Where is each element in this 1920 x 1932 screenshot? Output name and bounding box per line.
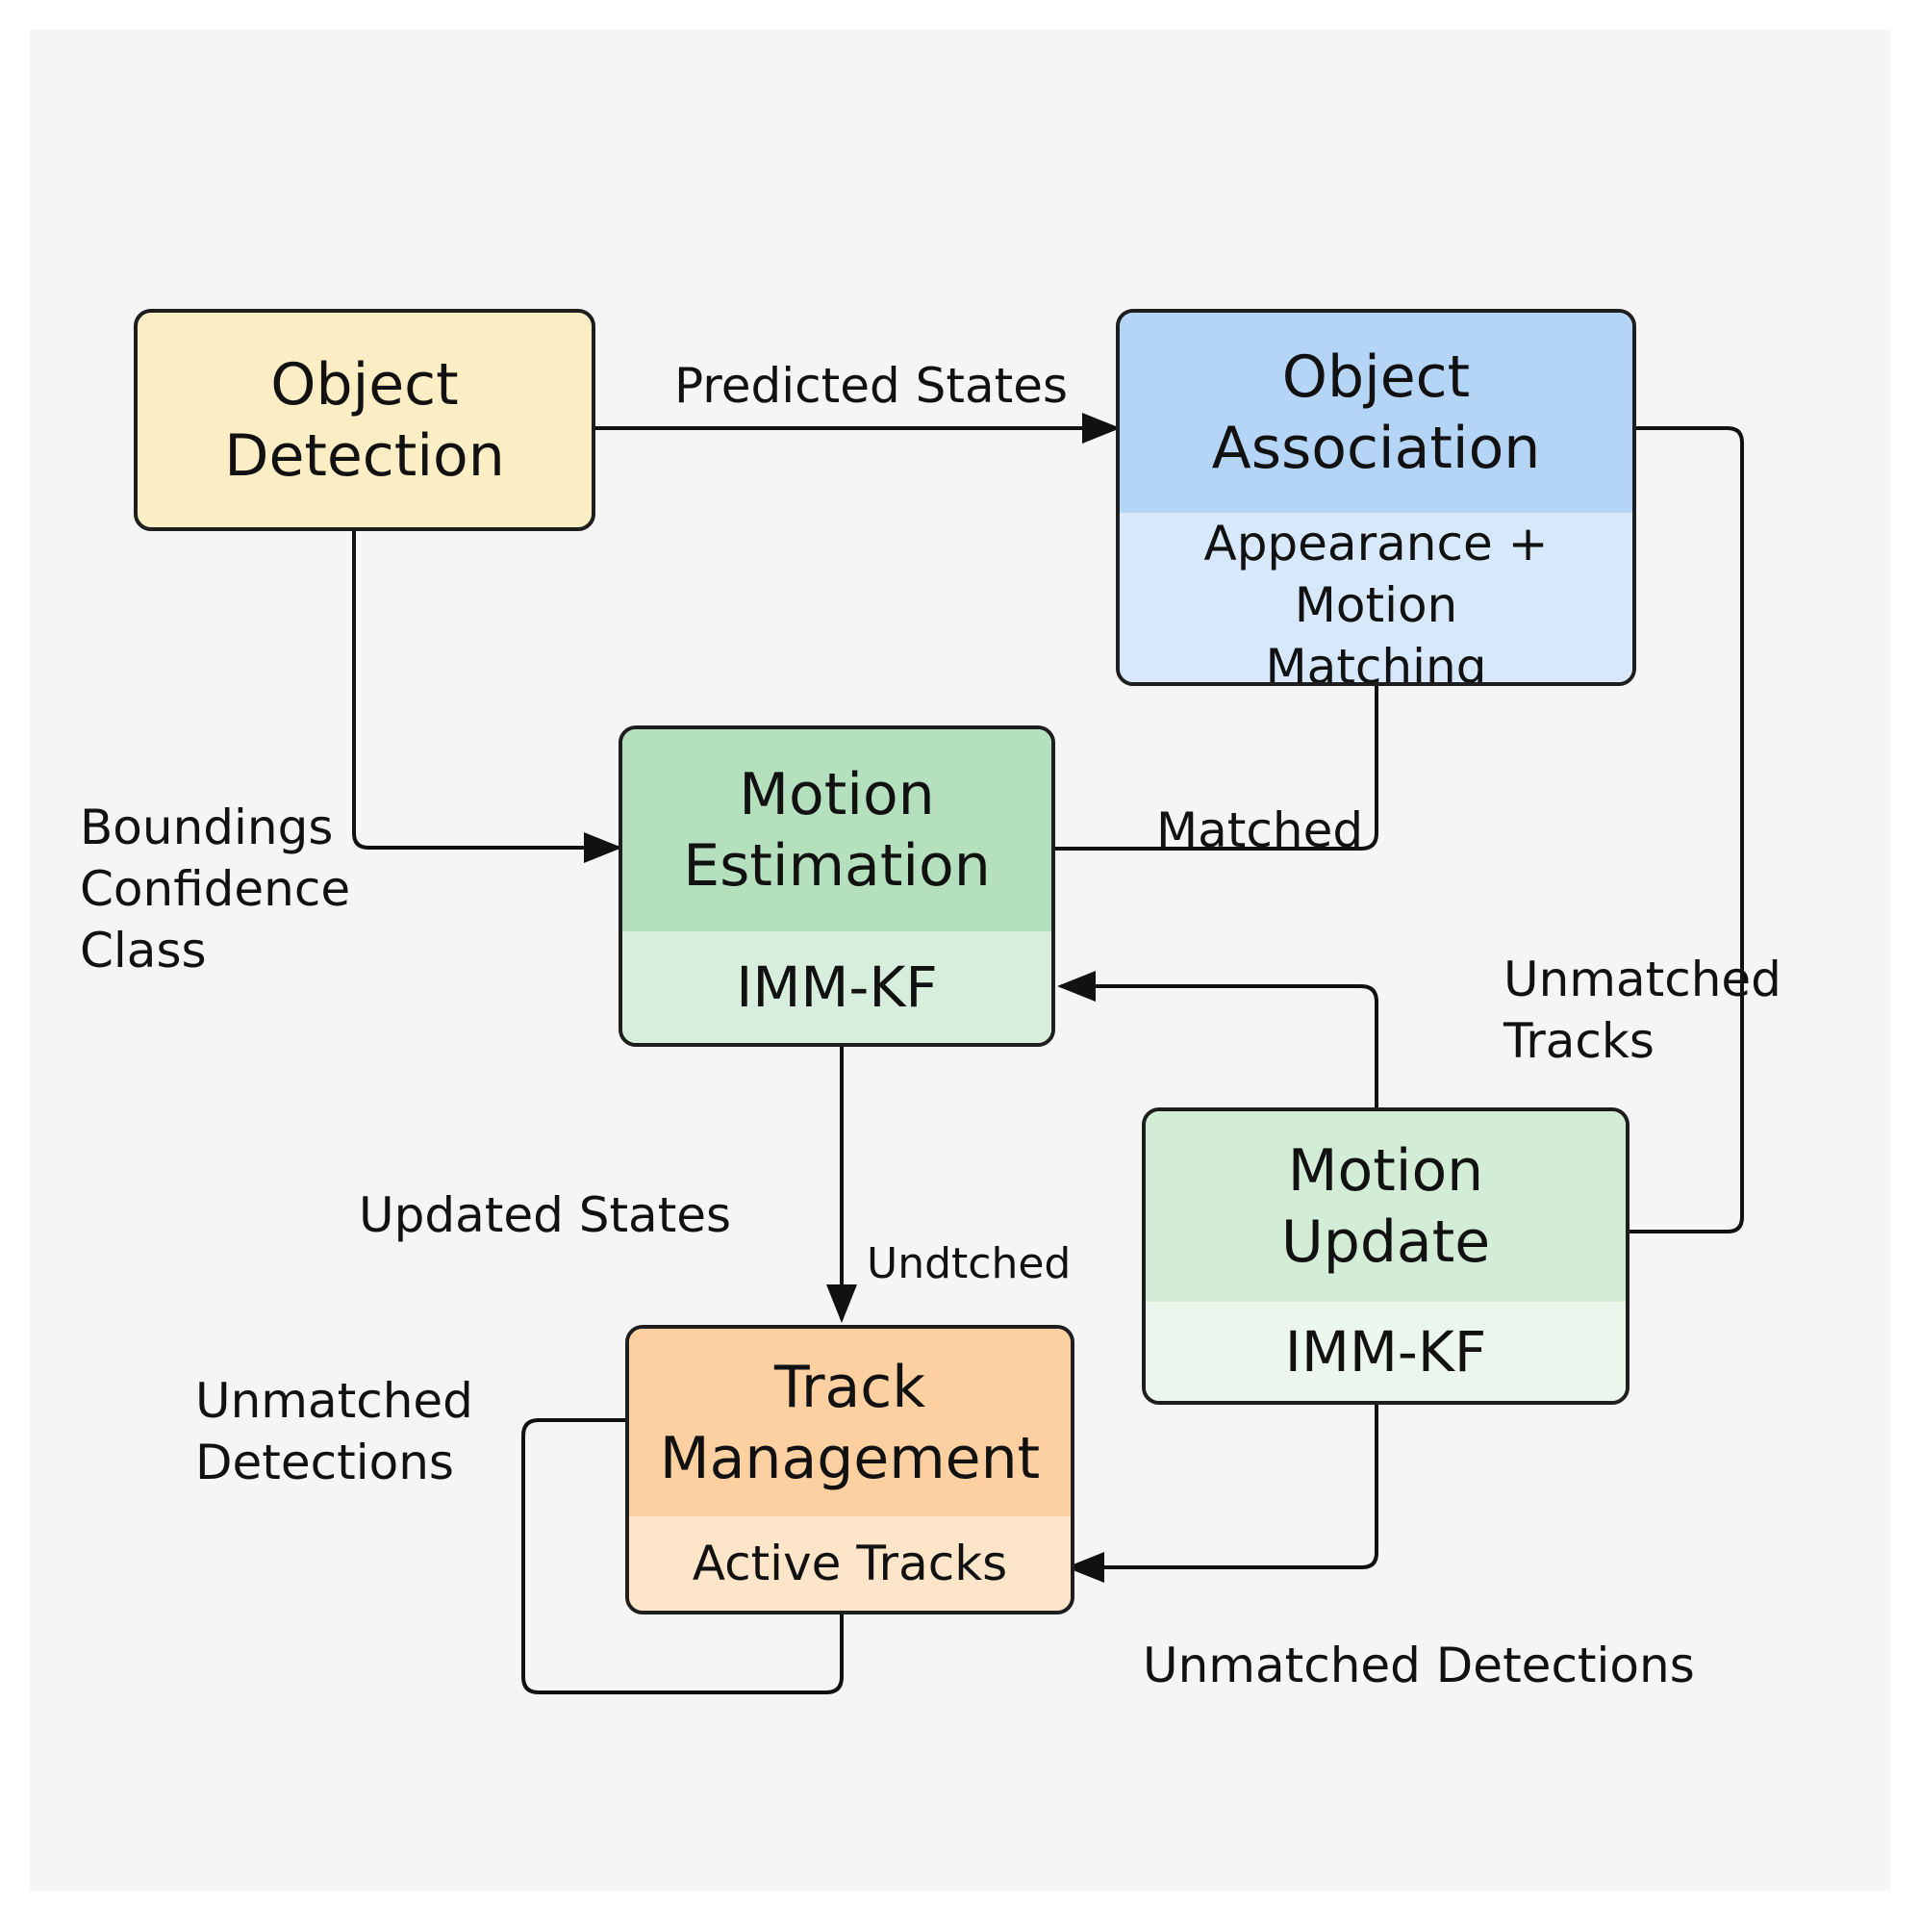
object-detection-title: Object Detection — [224, 350, 505, 490]
track-management-node[interactable]: Track Management Active Tracks — [625, 1325, 1074, 1614]
label-unmatched-tracks: Unmatched Tracks — [1503, 952, 1781, 1069]
object-association-node[interactable]: Object Association Appearance + Motion M… — [1116, 309, 1636, 686]
motion-estimation-subtitle: IMM-KF — [622, 931, 1051, 1043]
label-undtched: Undtched — [867, 1239, 1072, 1288]
label-updated-states: Updated States — [359, 1187, 732, 1243]
edge-update-to-track-management — [1066, 1404, 1378, 1583]
edge-association-unmatched-tracks — [1609, 426, 1744, 1233]
motion-update-title: Motion Update — [1146, 1111, 1626, 1302]
motion-update-node[interactable]: Motion Update IMM-KF — [1142, 1107, 1629, 1405]
diagram-canvas: Object Detection Object Association Appe… — [30, 30, 1890, 1891]
track-management-subtitle: Active Tracks — [629, 1516, 1071, 1611]
label-unmatched-detections-left: Unmatched Detections — [195, 1373, 473, 1490]
motion-estimation-title: Motion Estimation — [622, 729, 1051, 931]
object-association-subtitle: Appearance + Motion Matching — [1120, 513, 1632, 682]
label-matched: Matched — [1156, 802, 1364, 858]
edge-update-to-estimation — [1057, 971, 1378, 1107]
label-predicted-states: Predicted States — [674, 358, 1069, 414]
motion-estimation-node[interactable]: Motion Estimation IMM-KF — [619, 725, 1055, 1047]
edge-track-management-self-loop — [521, 1418, 844, 1694]
track-management-title: Track Management — [629, 1329, 1071, 1516]
motion-update-subtitle: IMM-KF — [1146, 1302, 1626, 1401]
object-detection-node[interactable]: Object Detection — [134, 309, 595, 531]
object-association-title: Object Association — [1120, 313, 1632, 513]
connector-layer — [352, 413, 1744, 1694]
edge-association-matched — [1052, 684, 1378, 851]
label-unmatched-detections-bottom: Unmatched Detections — [1143, 1638, 1695, 1693]
edge-detection-to-estimation — [352, 530, 622, 863]
label-detection-outputs: Boundings Confidence Class — [80, 800, 351, 979]
